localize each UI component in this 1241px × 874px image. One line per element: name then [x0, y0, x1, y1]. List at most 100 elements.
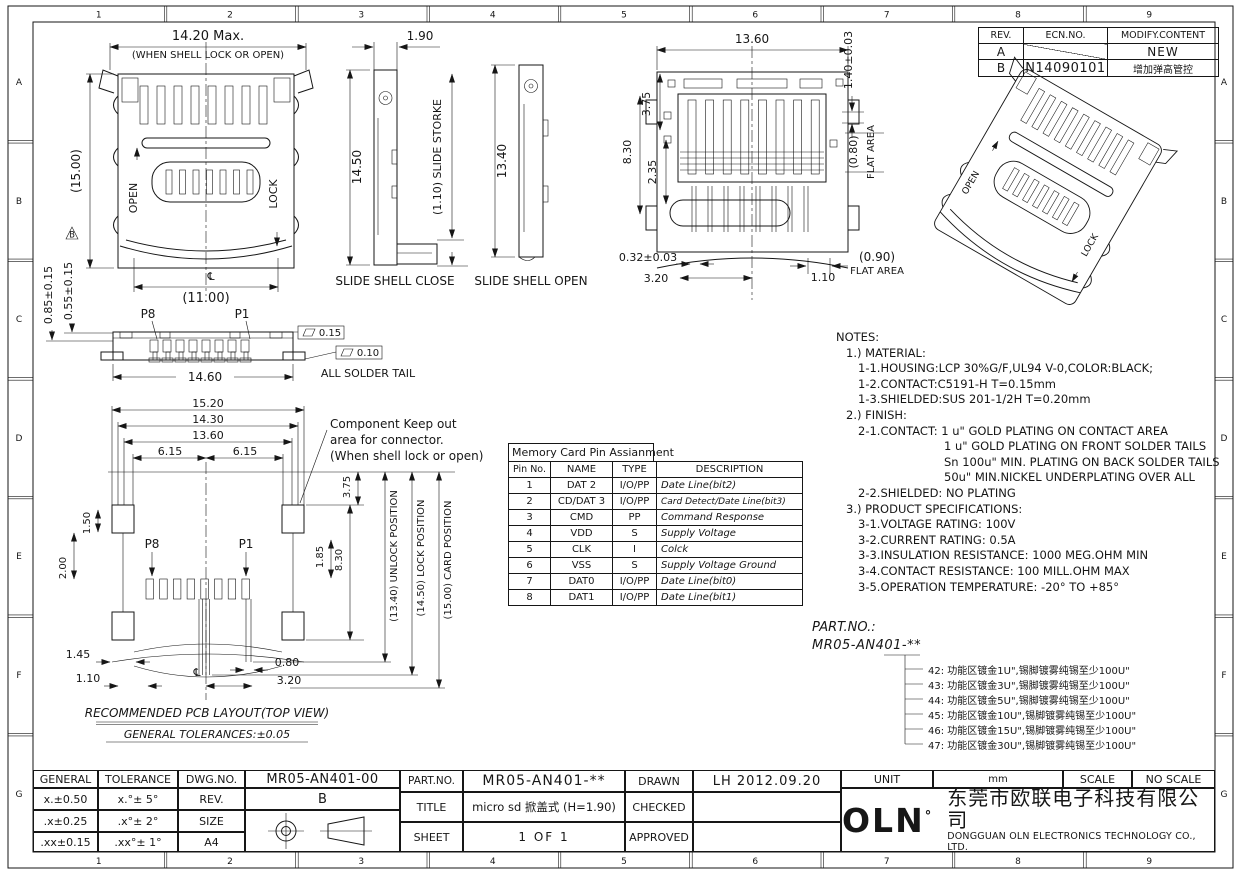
- dim-185: 1.85: [315, 546, 326, 568]
- caption-general-tolerances: GENERAL TOLERANCES:±0.05: [124, 728, 290, 741]
- dim-080: (0.80): [847, 135, 860, 168]
- zone-col-label: 4: [490, 857, 496, 867]
- part-no-base: MR05-AN401-**: [812, 638, 922, 653]
- zone-row-label: B: [1221, 197, 1227, 207]
- zone-row-label: C: [16, 315, 22, 325]
- tolerance-value: .xx±0.15: [33, 832, 98, 852]
- tolerance-value: .x±0.25: [33, 810, 98, 832]
- zone-col-label: 1: [96, 11, 102, 21]
- revision-row: B N14090101 增加弹高管控: [978, 59, 1219, 77]
- dim-320: 3.20: [277, 674, 302, 687]
- side-view-open: 13.40 SLIDE SHELL OPEN: [474, 64, 588, 288]
- lock-direction-label: LOCK: [1079, 231, 1101, 259]
- pin-no: 6: [508, 557, 551, 574]
- pin-table-header: NAME: [550, 461, 613, 478]
- modify-value: NEW: [1107, 43, 1219, 60]
- pin-no: 3: [508, 509, 551, 526]
- zone-col-label: 1: [96, 857, 102, 867]
- title-field-label: TITLE: [400, 792, 463, 822]
- zone-col-label: 7: [884, 857, 890, 867]
- zone-col-label: 5: [621, 11, 627, 21]
- pin-name: CMD: [550, 509, 613, 526]
- zone-col-label: 8: [1015, 11, 1021, 21]
- note-line: Sn 100u" MIN. PLATING ON BACK SOLDER TAI…: [944, 454, 1220, 469]
- pin-desc: Colck: [656, 541, 803, 558]
- scale-value: NO SCALE: [1132, 770, 1215, 788]
- pin-no: 8: [508, 589, 551, 606]
- pin-no: 7: [508, 573, 551, 590]
- pin-table-header: DESCRIPTION: [656, 461, 803, 478]
- keepout-note-line2: area for connector.: [330, 433, 444, 447]
- flatness-value-top: 0.15: [319, 328, 341, 339]
- pin-desc: Supply Voltage Ground: [656, 557, 803, 574]
- part-no-option: 46: 功能区镀金15U",锡脚镀雾纯锡至少100U": [928, 726, 1137, 737]
- pin-label-p1: P1: [235, 307, 250, 321]
- pin-desc: Command Response: [656, 509, 803, 526]
- flat-area-label-2: FLAT AREA: [850, 266, 904, 277]
- pin-type: S: [612, 557, 657, 574]
- note-line: 2-1.CONTACT: 1 u" GOLD PLATING ON CONTAC…: [858, 423, 1168, 438]
- side-view-close: 1.90 14.50 (1.10) SLIDE STORKE SLIDE SHE…: [335, 29, 468, 288]
- dim-320: 3.20: [644, 272, 669, 285]
- unit-value: mm: [933, 770, 1063, 788]
- pin-table-header: Pin No.: [508, 461, 551, 478]
- zone-row-label: F: [1221, 671, 1226, 681]
- part-no-label: PART.NO.:: [812, 620, 876, 635]
- revision-row: A NEW: [978, 43, 1219, 60]
- zone-col-label: 2: [227, 11, 233, 21]
- part-no-option: 47: 功能区镀金30U",锡脚镀雾纯锡至少100U": [928, 741, 1137, 752]
- zone-col-label: 4: [490, 11, 496, 21]
- pin-label-p8: P8: [145, 537, 160, 551]
- drawn-value: LH 2012.09.20: [693, 770, 841, 792]
- ecn-header: ECN.NO.: [1023, 27, 1108, 44]
- dim-200: 2.00: [58, 557, 69, 579]
- dim-offset-b: 0.55±0.15: [62, 262, 75, 320]
- part-no-option: 44: 功能区镀金5U",锡脚镀雾纯锡至少100U": [928, 696, 1130, 707]
- zone-col-label: 8: [1015, 857, 1021, 867]
- part-no-field-label: PART.NO.: [400, 770, 463, 792]
- lock-direction-label: LOCK: [267, 179, 280, 209]
- caption-pcb-layout: RECOMMENDED PCB LAYOUT(TOP VIEW): [85, 706, 330, 720]
- centerline-symbol: ℄: [192, 666, 200, 679]
- modify-header: MODIFY.CONTENT: [1107, 27, 1219, 44]
- pin-desc: Date Line(bit2): [656, 477, 803, 494]
- zone-col-label: 9: [1146, 11, 1152, 21]
- dim-height: (15.00): [69, 149, 83, 193]
- part-no-option: 45: 功能区镀金10U",锡脚镀雾纯锡至少100U": [928, 711, 1137, 722]
- note-line: 1.) MATERIAL:: [846, 345, 926, 360]
- bottom-view: 13.60 3.75 8.30 2.35 1.40±0.03 (0.80) FL…: [619, 31, 904, 300]
- centerline-symbol: ℄: [206, 270, 214, 283]
- dim-615-left: 6.15: [158, 445, 183, 458]
- rev-header: REV.: [978, 27, 1024, 44]
- flat-area-label-1: FLAT AREA: [866, 125, 877, 179]
- dim-width-max: 14.20 Max.: [172, 29, 244, 44]
- pin-name: CD/DAT 3: [550, 493, 613, 510]
- checked-value-cell: [693, 792, 841, 822]
- flatness-value-bottom: 0.10: [357, 348, 379, 359]
- dim-shell-thickness: 1.90: [407, 29, 434, 43]
- dwg-no-label: DWG.NO.: [178, 770, 245, 788]
- note-line: 3.) PRODUCT SPECIFICATIONS:: [846, 501, 1023, 516]
- caption-all-solder-t​ail: ALL SOLDER TAIL: [321, 367, 416, 380]
- part-no-option: 42: 功能区镀金1U",锡脚镀雾纯锡至少100U": [928, 666, 1130, 677]
- zone-row-label: F: [16, 671, 21, 681]
- note-line: 50u" MIN.NICKEL UNDERPLATING OVER ALL: [944, 470, 1195, 485]
- oln-logo-reg-mark: °: [924, 808, 934, 824]
- pin-no: 1: [508, 477, 551, 494]
- zone-row-label: C: [1221, 315, 1227, 325]
- lock-position-label: (14.50) LOCK POSITION: [416, 499, 427, 616]
- dim-1360: 13.60: [192, 429, 224, 442]
- dim-side-height: 14.50: [350, 150, 364, 184]
- open-direction-label: OPEN: [960, 169, 982, 197]
- note-line: 3-5.OPERATION TEMPERATURE: -20° TO +85°: [858, 579, 1119, 594]
- sheet-value: 1 OF 1: [463, 822, 625, 852]
- pin-desc: Card Detect/Date Line(bit3): [656, 493, 803, 510]
- dim-145: 1.45: [66, 648, 91, 661]
